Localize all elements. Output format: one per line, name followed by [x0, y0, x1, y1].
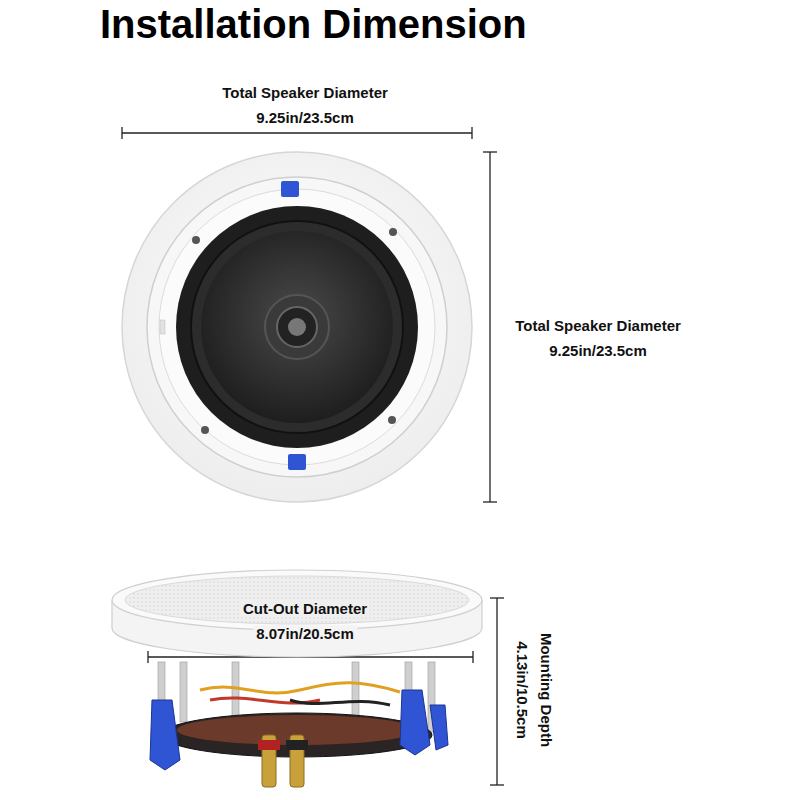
- dimension-line-part: [489, 152, 490, 502]
- speaker-side-view-part: [400, 690, 430, 755]
- speaker-front-view-part: [201, 231, 393, 423]
- dimension-line-part: [483, 501, 497, 502]
- dimension-line-part: [483, 151, 497, 152]
- speaker-side-view-part: [200, 683, 400, 693]
- speaker-side-view-part: [150, 700, 180, 770]
- dimension-value: 9.25in/23.5cm: [253, 109, 357, 126]
- dimension-line-part: [472, 651, 473, 663]
- speaker-front-view: [122, 152, 472, 502]
- speaker-side-view-part: [286, 740, 308, 750]
- speaker-front-view-part: [201, 426, 209, 434]
- speaker-front-view-part: [176, 206, 418, 448]
- dimension-name: Cut-Out Diameter: [240, 600, 370, 617]
- speaker-front-view-part: [389, 228, 397, 236]
- speaker-side-view-part: [180, 662, 187, 722]
- speaker-side-view-part: [258, 740, 280, 750]
- dimension-line-part: [121, 127, 122, 139]
- dimension-line-part: [122, 132, 472, 133]
- dimension-line-part: [471, 127, 472, 139]
- speaker-front-view-part: [192, 236, 200, 244]
- speaker-side-view: [112, 570, 482, 787]
- dimension-line-part: [496, 598, 497, 785]
- speaker-front-view-part: [281, 181, 299, 197]
- speaker-front-view-part: [159, 189, 435, 465]
- speaker-front-view-part: [122, 152, 472, 502]
- dimension-name: Total Speaker Diameter: [219, 84, 391, 101]
- page-title: Installation Dimension: [100, 2, 527, 46]
- speaker-side-view-part: [481, 600, 482, 628]
- speaker-front-view-part: [277, 307, 317, 347]
- speaker-front-view-part: [160, 320, 165, 334]
- speaker-side-view-part: [290, 700, 390, 705]
- dimension-value: 9.25in/23.5cm: [546, 342, 650, 359]
- dimension-line-part: [147, 651, 148, 663]
- dimension-value: 4.13in/10.5cm: [513, 638, 530, 742]
- speaker-front-view-part: [388, 416, 396, 424]
- speaker-front-view-part: [147, 177, 447, 477]
- dimension-line: [122, 127, 504, 785]
- dimension-line-part: [490, 597, 504, 598]
- dimension-name: Total Speaker Diameter: [512, 317, 684, 334]
- speaker-front-view-part: [288, 454, 306, 470]
- speaker-front-view-part: [288, 318, 306, 336]
- speaker-front-view-part: [265, 295, 329, 359]
- speaker-side-view-part: [125, 576, 469, 624]
- speaker-side-view-part: [111, 600, 112, 628]
- speaker-side-view-part: [112, 570, 482, 630]
- speaker-front-view-part: [191, 221, 403, 433]
- dimension-name: Mounting Depth: [537, 630, 554, 750]
- speaker-side-view-part: [430, 705, 448, 750]
- dimension-value: 8.07in/20.5cm: [253, 625, 357, 642]
- dimension-line-part: [490, 784, 504, 785]
